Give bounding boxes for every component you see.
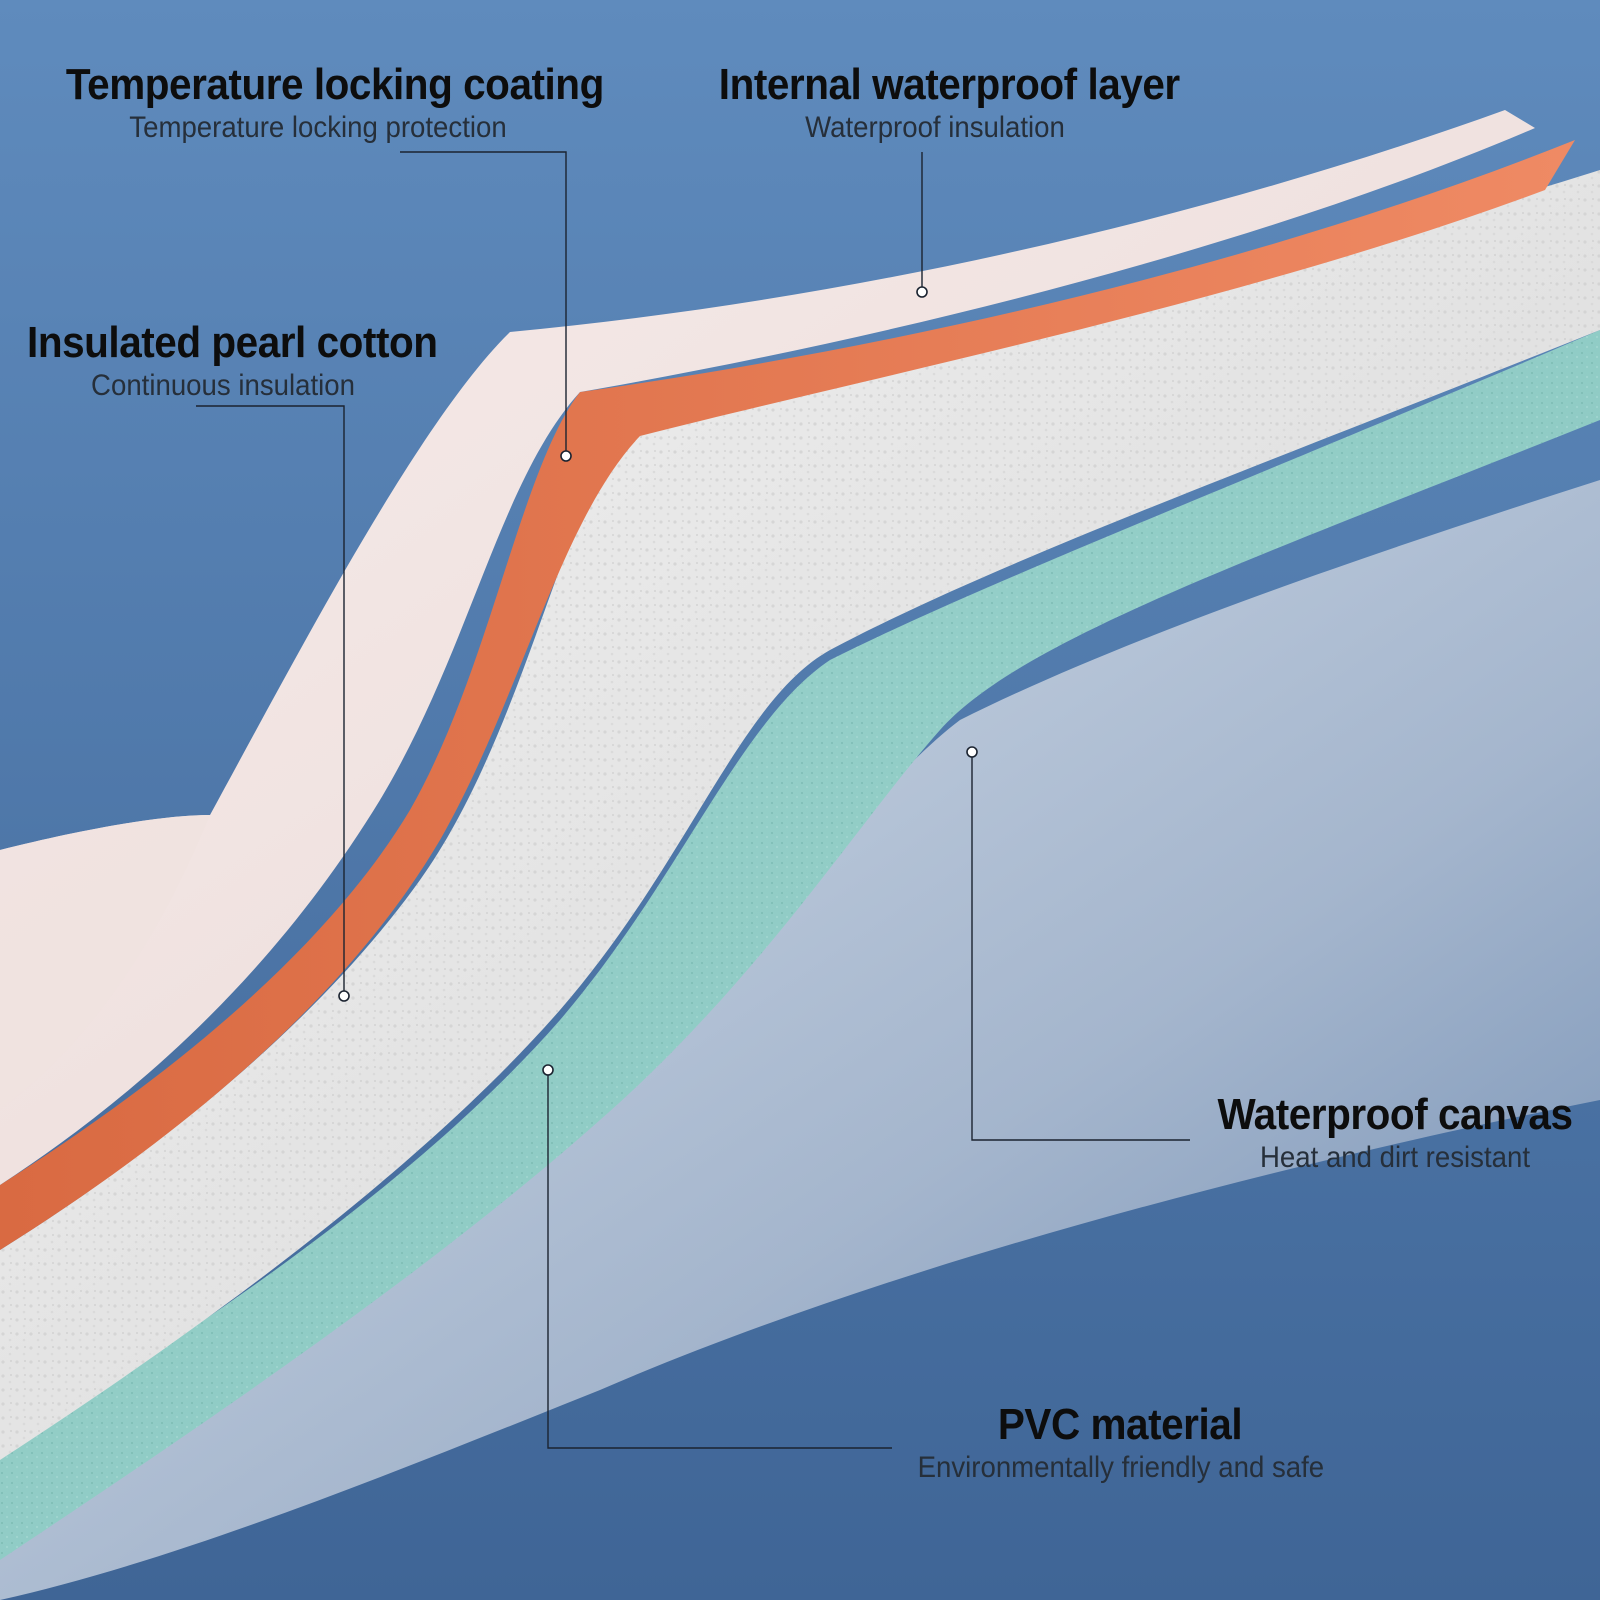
leader-temperature-coating bbox=[400, 151, 567, 456]
callout-subtitle: Continuous insulation bbox=[91, 369, 355, 402]
callout-subtitle: Heat and dirt resistant bbox=[1259, 1141, 1530, 1174]
marker-temperature-coating bbox=[560, 450, 572, 462]
marker-pearl-cotton bbox=[338, 990, 350, 1002]
callout-title: Internal waterproof layer bbox=[718, 60, 1180, 109]
callout-internal-waterproof: Internal waterproof layer Waterproof ins… bbox=[700, 60, 1180, 146]
callout-waterproof-canvas: Waterproof canvas Heat and dirt resistan… bbox=[1200, 1090, 1590, 1176]
marker-pvc bbox=[542, 1064, 554, 1076]
marker-waterproof-canvas bbox=[966, 746, 978, 758]
callout-title: PVC material bbox=[997, 1400, 1243, 1449]
callout-title: Insulated pearl cotton bbox=[27, 318, 438, 367]
marker-internal-waterproof bbox=[916, 286, 928, 298]
waterproof-canvas-layer bbox=[0, 480, 1600, 1600]
leader-pearl-cotton bbox=[196, 405, 345, 996]
callout-subtitle: Temperature locking protection bbox=[129, 111, 507, 144]
callout-pearl-cotton: Insulated pearl cotton Continuous insula… bbox=[10, 318, 438, 404]
leader-waterproof-canvas bbox=[971, 752, 1190, 1141]
top-sheet-fold bbox=[0, 815, 210, 1110]
callout-subtitle: Waterproof insulation bbox=[805, 111, 1065, 144]
callout-pvc: PVC material Environmentally friendly an… bbox=[900, 1400, 1340, 1486]
callout-subtitle: Environmentally friendly and safe bbox=[917, 1451, 1325, 1484]
temperature-coating-layer bbox=[0, 140, 1575, 1250]
callout-temperature-locking: Temperature locking coating Temperature … bbox=[44, 60, 604, 146]
leader-pvc bbox=[547, 1070, 892, 1449]
pvc-texture bbox=[0, 330, 1600, 1560]
pearl-cotton-texture bbox=[0, 170, 1600, 1460]
internal-waterproof-layer bbox=[0, 110, 1535, 1185]
callout-title: Temperature locking coating bbox=[65, 60, 604, 109]
callout-title: Waterproof canvas bbox=[1217, 1090, 1573, 1139]
